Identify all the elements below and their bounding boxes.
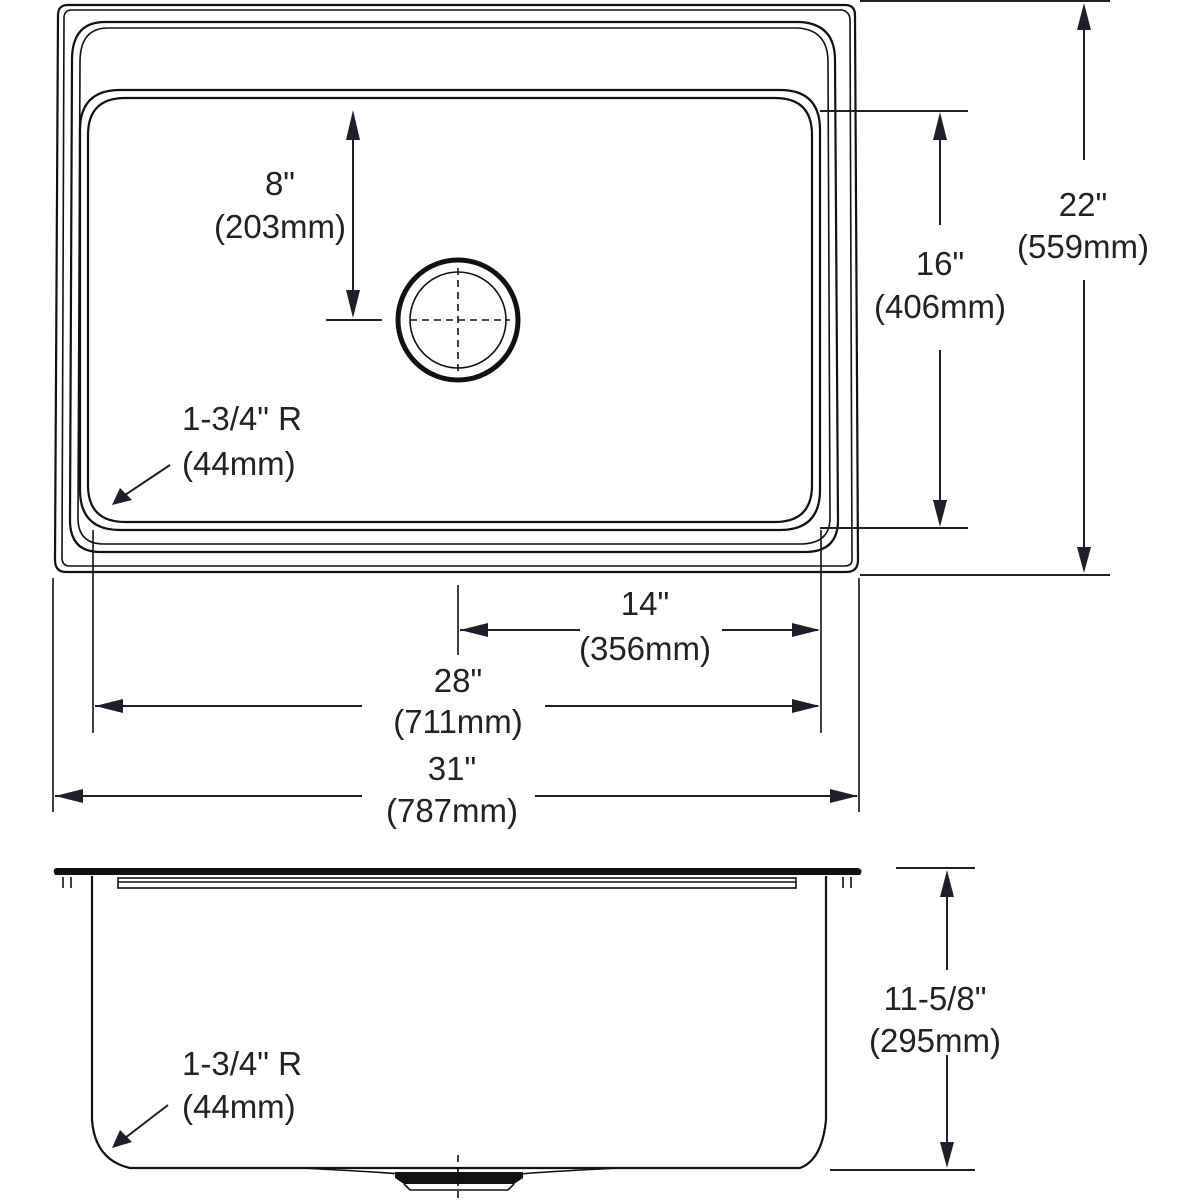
bowl-front-to-back-imperial: 16" bbox=[916, 245, 964, 282]
overall-front-to-back-metric: (559mm) bbox=[1017, 228, 1149, 265]
corner-radius-top-imperial: 1-3/4" R bbox=[182, 400, 302, 437]
callout-corner-radius-top: 1-3/4" R (44mm) bbox=[112, 400, 302, 505]
bowl-left-to-right-imperial: 28" bbox=[434, 662, 482, 699]
dimension-bowl-front-to-back: 16" (406mm) bbox=[820, 110, 1006, 529]
bowl-left-to-right-metric: (711mm) bbox=[393, 703, 523, 740]
sink-outer-rim-inner bbox=[61, 9, 853, 567]
mounting-clip-left bbox=[62, 877, 72, 888]
drain-offset-imperial: 8" bbox=[265, 165, 295, 202]
sink-deck-contour-inner bbox=[77, 27, 831, 545]
bowl-depth-imperial: 11-5/8" bbox=[884, 980, 987, 1017]
corner-radius-side-metric: (44mm) bbox=[182, 1088, 296, 1125]
dimension-bowl-left-to-right: 28" (711mm) bbox=[95, 662, 820, 740]
dimension-overall-left-to-right: 31" (787mm) bbox=[55, 750, 858, 829]
corner-radius-top-metric: (44mm) bbox=[182, 445, 296, 482]
bowl-rim-inner bbox=[86, 96, 814, 524]
dimension-drain-offset: 8" (203mm) bbox=[214, 110, 382, 321]
top-view: 8" (203mm) 16" (406mm) 22" (559mm) bbox=[52, 0, 1149, 829]
sink-outer-rim bbox=[53, 3, 860, 574]
side-bowl-body bbox=[90, 876, 828, 1170]
mounting-clip-right bbox=[842, 877, 852, 888]
dimension-drain-to-bowl-edge: 14" (356mm) bbox=[460, 585, 820, 667]
bowl-depth-metric: (295mm) bbox=[869, 1022, 1001, 1059]
overall-left-to-right-metric: (787mm) bbox=[386, 792, 518, 829]
drain-outer-ring bbox=[395, 257, 521, 383]
drain-offset-metric: (203mm) bbox=[214, 208, 346, 245]
side-view: 11-5/8" (295mm) 1-3/4" R (44mm) bbox=[53, 867, 1001, 1200]
dimension-bowl-depth: 11-5/8" (295mm) bbox=[830, 867, 1001, 1171]
bowl-rim bbox=[78, 88, 822, 532]
overall-front-to-back-imperial: 22" bbox=[1059, 186, 1107, 223]
callout-corner-radius-side: 1-3/4" R (44mm) bbox=[112, 1045, 302, 1148]
dimension-overall-front-to-back: 22" (559mm) bbox=[860, 0, 1149, 576]
side-flange bbox=[53, 868, 862, 875]
drain-to-bowl-edge-metric: (356mm) bbox=[579, 630, 711, 667]
sink-deck-contour bbox=[68, 20, 840, 554]
bowl-front-to-back-metric: (406mm) bbox=[874, 288, 1006, 325]
corner-radius-side-imperial: 1-3/4" R bbox=[182, 1045, 302, 1082]
overall-left-to-right-imperial: 31" bbox=[428, 750, 476, 787]
drain-to-bowl-edge-imperial: 14" bbox=[621, 585, 669, 622]
side-drain-outlet bbox=[395, 1172, 523, 1184]
